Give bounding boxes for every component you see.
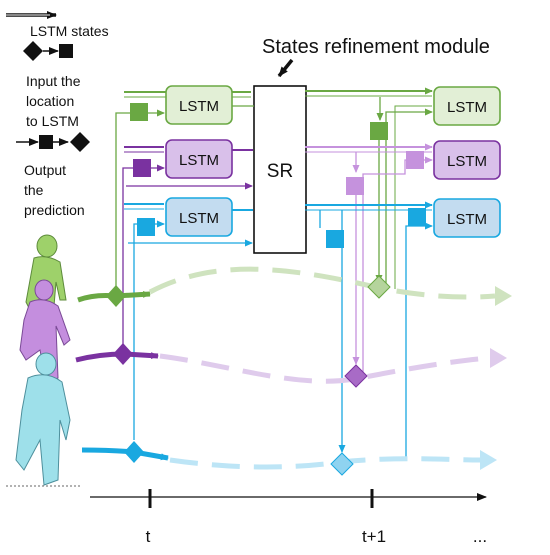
legend-output-line-2: the bbox=[24, 182, 44, 198]
pedestrian-purple bbox=[19, 279, 71, 383]
input-square-cyan-t1 bbox=[326, 230, 344, 248]
legend-input-line-3: to LSTM bbox=[26, 113, 79, 129]
output-diamond-green-t1 bbox=[367, 275, 391, 299]
lstm-box-purple-t bbox=[165, 139, 233, 179]
lstm-label-purple-t: LSTM bbox=[179, 152, 219, 169]
legend: LSTM states Input the location to LSTM O… bbox=[6, 11, 109, 218]
trajectory-cyan bbox=[81, 441, 497, 476]
legend-input-symbol bbox=[23, 41, 73, 61]
output-diamond-cyan-t bbox=[124, 441, 144, 463]
legend-output-line-1: Output bbox=[24, 162, 66, 178]
input-square-green-t1 bbox=[370, 122, 388, 140]
cyan-track bbox=[124, 201, 433, 458]
output-diamond-cyan-t1 bbox=[330, 452, 354, 476]
sr-label: SR bbox=[267, 161, 293, 182]
input-square-purple-t1 bbox=[346, 177, 364, 195]
tick-label-t-next: t+1 bbox=[362, 527, 386, 546]
timeline: t t+1 ... bbox=[90, 489, 487, 546]
legend-states-label: LSTM states bbox=[30, 23, 109, 39]
legend-input-line-2: location bbox=[26, 93, 74, 109]
lstm-label-green-t: LSTM bbox=[179, 98, 219, 115]
legend-output-line-3: prediction bbox=[24, 202, 85, 218]
lstm-box-green-t1 bbox=[433, 86, 501, 126]
pedestrian-figures bbox=[6, 234, 80, 487]
lstm-box-cyan-t bbox=[165, 197, 233, 237]
legend-output-symbol bbox=[16, 132, 90, 152]
input-square-cyan-t bbox=[137, 218, 155, 236]
tick-label-ellipsis: ... bbox=[473, 527, 487, 546]
lstm-box-green-t bbox=[165, 85, 233, 125]
input-square-cyan-t1-b bbox=[408, 208, 426, 226]
input-square-purple-t1-b bbox=[406, 151, 424, 169]
trajectory-purple bbox=[75, 343, 507, 388]
lstm-label-green-t1: LSTM bbox=[447, 99, 487, 116]
output-diamond-purple-t bbox=[113, 343, 133, 365]
lstm-label-cyan-t1: LSTM bbox=[447, 211, 487, 228]
pedestrian-cyan bbox=[15, 352, 71, 486]
input-square-purple-t bbox=[133, 159, 151, 177]
trajectory-green bbox=[77, 266, 512, 307]
lstm-label-purple-t1: LSTM bbox=[447, 153, 487, 170]
tick-label-t: t bbox=[146, 527, 151, 546]
lstm-label-cyan-t: LSTM bbox=[179, 210, 219, 227]
sr-box bbox=[253, 85, 307, 254]
lstm-box-cyan-t1 bbox=[433, 198, 501, 238]
module-title: States refinement module bbox=[262, 36, 490, 58]
output-diamond-purple-t1 bbox=[344, 364, 368, 388]
input-square-green-t bbox=[130, 103, 148, 121]
lstm-box-purple-t1 bbox=[433, 140, 501, 180]
legend-input-line-1: Input the bbox=[26, 73, 81, 89]
output-diamond-green-t bbox=[106, 285, 126, 307]
title-arrow bbox=[277, 58, 294, 78]
